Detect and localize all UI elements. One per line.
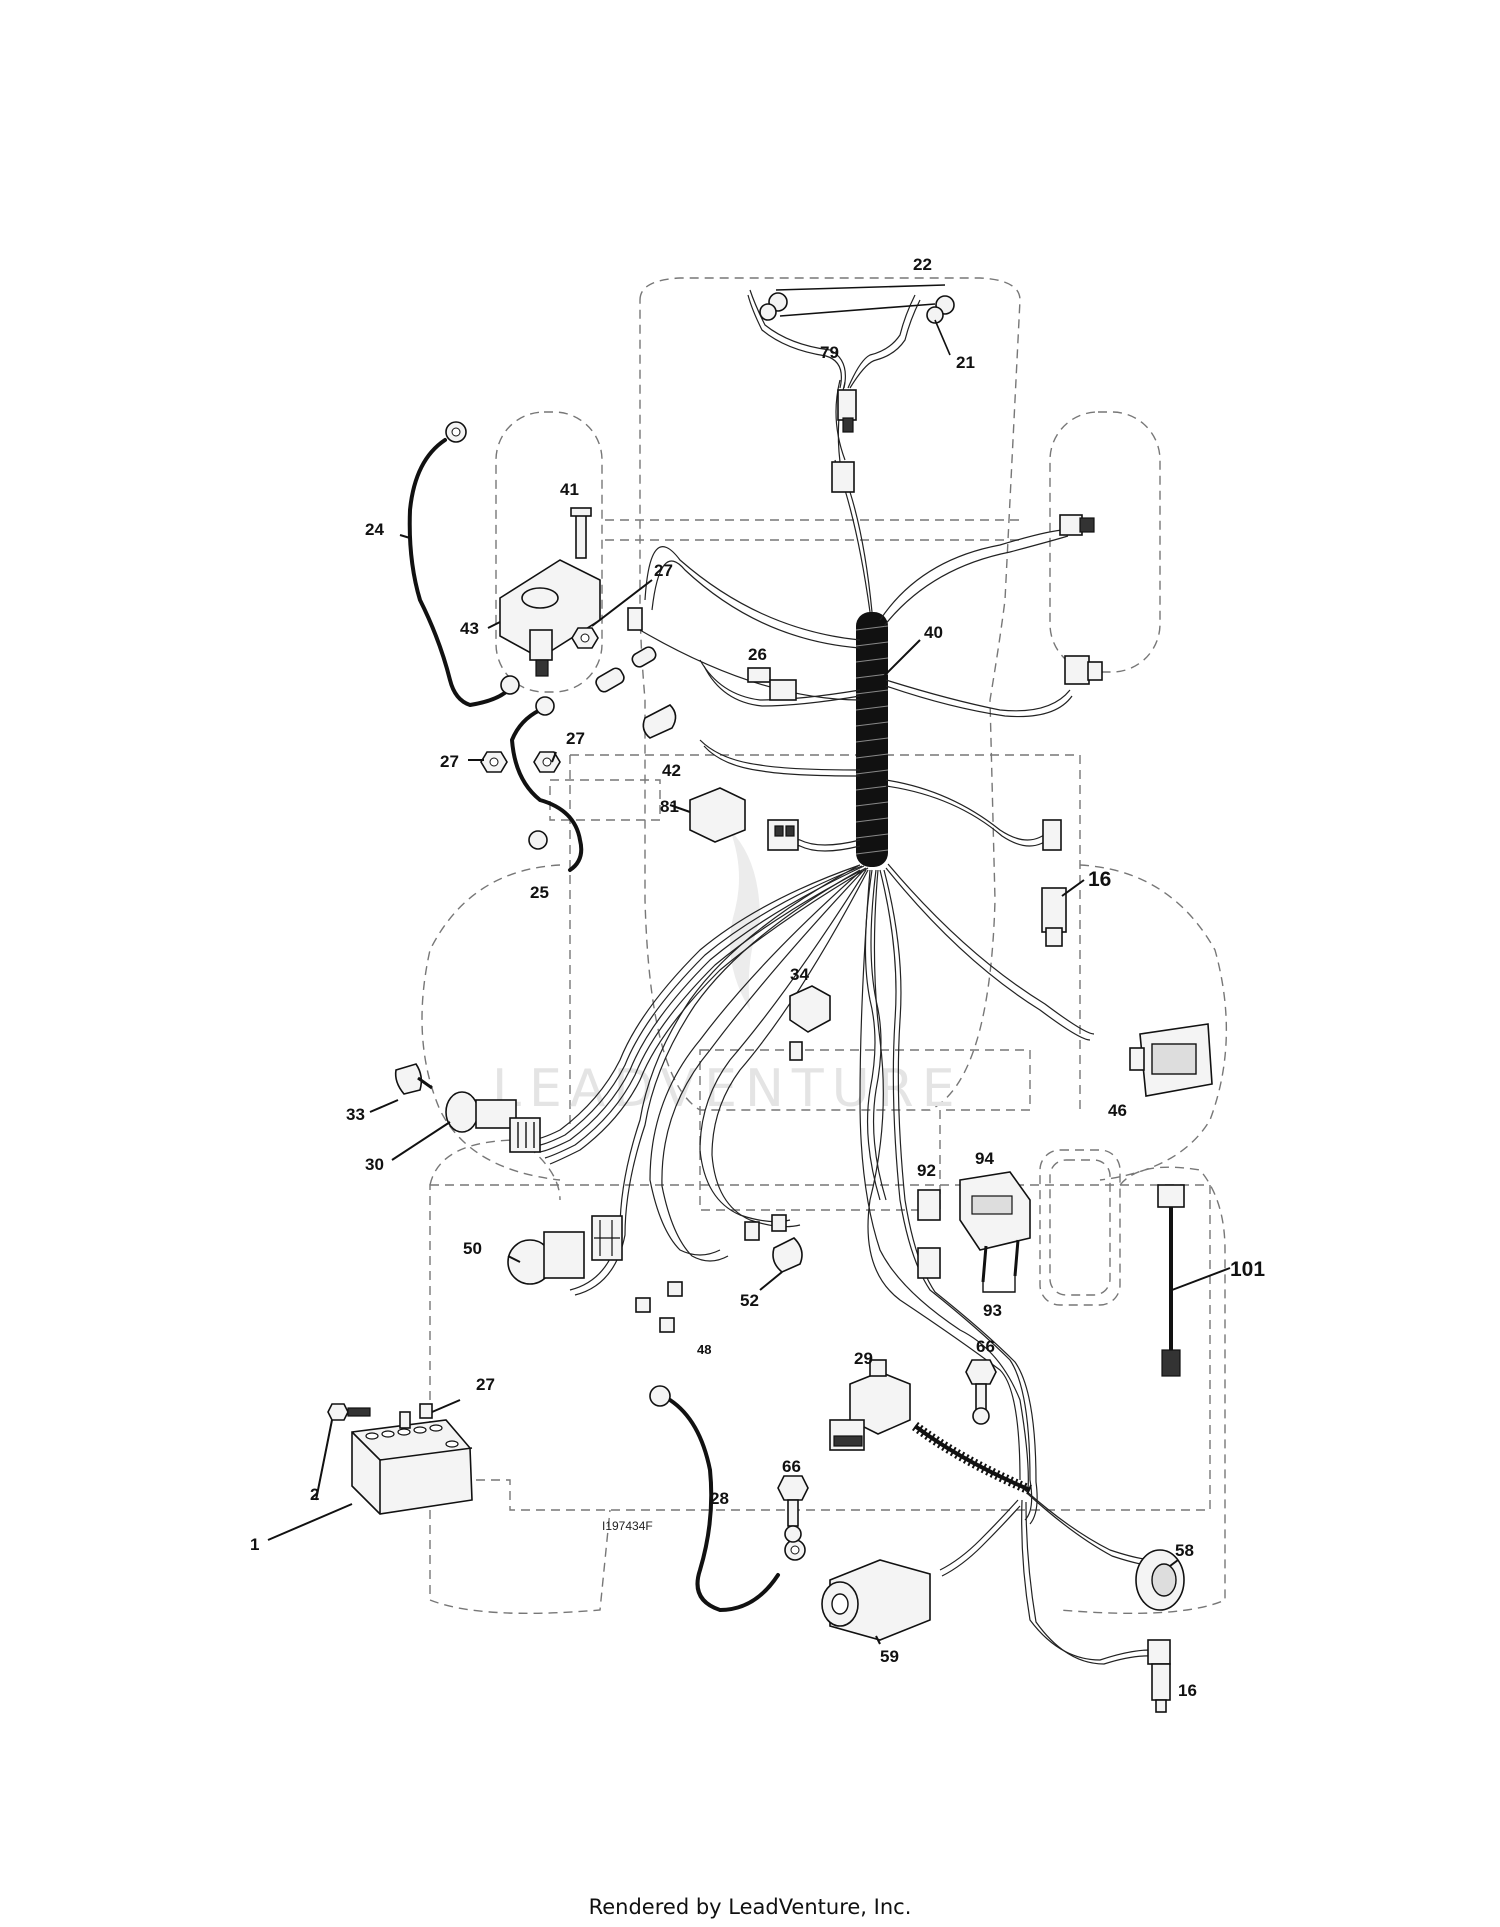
starter-solenoid-43 <box>499 559 601 677</box>
callout-29: 29 <box>854 1349 873 1368</box>
callout-34: 34 <box>790 965 809 984</box>
footer-credit: Rendered by LeadVenture, Inc. <box>588 1895 912 1919</box>
nut-27-c <box>533 751 561 773</box>
callout-25: 25 <box>530 883 549 902</box>
callout-27-left: 27 <box>440 752 459 771</box>
callout-30: 30 <box>365 1155 384 1174</box>
cables <box>407 421 806 1613</box>
callout-79: 79 <box>820 343 839 362</box>
headlight-bulb-left <box>759 292 788 321</box>
bolt-66-upper <box>965 1359 997 1425</box>
connector-92 <box>917 1189 941 1279</box>
callout-41: 41 <box>560 480 579 499</box>
nut-27-d <box>419 1403 433 1419</box>
callout-27-solenoid: 27 <box>654 561 673 580</box>
callout-94: 94 <box>975 1149 994 1168</box>
harness-adapter-101 <box>1157 1184 1185 1377</box>
terminal-boot-42 <box>642 704 677 739</box>
callout-labels: 22 79 21 41 24 27 43 40 26 27 27 42 81 2… <box>250 255 1265 1700</box>
battery-bolt-2 <box>327 1403 371 1421</box>
nut-27-b <box>480 751 508 773</box>
callout-22: 22 <box>913 255 932 274</box>
connector-mid-1 <box>744 1221 760 1241</box>
callout-26: 26 <box>748 645 767 664</box>
callout-1: 1 <box>250 1535 259 1554</box>
terminal-boot-1 <box>595 667 625 693</box>
callout-66-lower: 66 <box>782 1457 801 1476</box>
cable-25-terminal-top <box>535 696 555 716</box>
callout-16-lower: 16 <box>1178 1681 1197 1700</box>
callout-93: 93 <box>983 1301 1002 1320</box>
main-harness <box>529 289 1158 1665</box>
fuse-26 <box>747 667 797 701</box>
callout-58: 58 <box>1175 1541 1194 1560</box>
ignition-module-59 <box>821 1559 931 1641</box>
callout-43: 43 <box>460 619 479 638</box>
ignition-switch-30 <box>445 1091 541 1153</box>
headlight-bulb-right <box>926 295 955 324</box>
callout-101: 101 <box>1230 1258 1265 1281</box>
figure-id: I197434F <box>602 1519 653 1533</box>
watermark-text: LEADVENTURE <box>492 1059 963 1119</box>
callout-2: 2 <box>310 1485 319 1504</box>
connector-front <box>831 461 855 493</box>
relay-81 <box>689 787 799 851</box>
bolt-66-lower <box>777 1475 809 1543</box>
cable-28-terminal-bottom <box>784 1539 806 1561</box>
connector-48 <box>635 1281 683 1333</box>
switch-16-upper <box>1041 887 1067 947</box>
callout-16-upper: 16 <box>1088 868 1111 891</box>
callout-21: 21 <box>956 353 975 372</box>
connector-mid-2 <box>771 1214 787 1232</box>
callout-52: 52 <box>740 1291 759 1310</box>
battery-1 <box>351 1411 473 1515</box>
connector-right-upper <box>1059 514 1095 536</box>
seat-switch-29 <box>829 1359 911 1451</box>
connector-right-mid <box>1064 655 1103 685</box>
headlight-connector-79 <box>837 389 857 433</box>
watermark: LEADVENTURE <box>492 830 963 1119</box>
bolt-41 <box>570 507 592 559</box>
tractor-outline <box>421 277 1228 1615</box>
leader-lines <box>267 534 1231 1645</box>
callout-92: 92 <box>917 1161 936 1180</box>
callout-66-upper: 66 <box>976 1337 995 1356</box>
cable-28-terminal-top <box>649 1385 671 1407</box>
callout-40: 40 <box>924 623 943 642</box>
callout-24: 24 <box>365 520 384 539</box>
callout-59: 59 <box>880 1647 899 1666</box>
callout-50: 50 <box>463 1239 482 1258</box>
callout-46: 46 <box>1108 1101 1127 1120</box>
module-94 <box>959 1171 1031 1251</box>
pto-switch-50 <box>507 1215 623 1285</box>
cable-25-terminal-bottom <box>528 830 548 850</box>
nut-27-a <box>571 627 599 649</box>
callout-81: 81 <box>660 797 679 816</box>
screws-93 <box>981 1239 1020 1293</box>
hour-meter-46 <box>1129 1023 1213 1097</box>
switch-34 <box>789 985 831 1061</box>
cable-24-terminal-bottom <box>500 675 520 695</box>
harness-wrap-40 <box>855 612 889 867</box>
terminal-boot-2 <box>631 646 657 668</box>
callout-27-right: 27 <box>566 729 585 748</box>
terminal-boot-3 <box>627 607 643 631</box>
callout-33: 33 <box>346 1105 365 1124</box>
callout-48: 48 <box>697 1342 711 1357</box>
callout-28: 28 <box>710 1489 729 1508</box>
connector-right-lower <box>1042 819 1062 851</box>
lower-harness-coil <box>911 1422 1032 1495</box>
cable-24-terminal-top <box>445 421 467 443</box>
connector-52 <box>772 1237 803 1273</box>
callout-27-battery: 27 <box>476 1375 495 1394</box>
ignition-key-33 <box>394 1063 433 1095</box>
callout-42: 42 <box>662 761 681 780</box>
switch-16-lower <box>1147 1639 1171 1713</box>
